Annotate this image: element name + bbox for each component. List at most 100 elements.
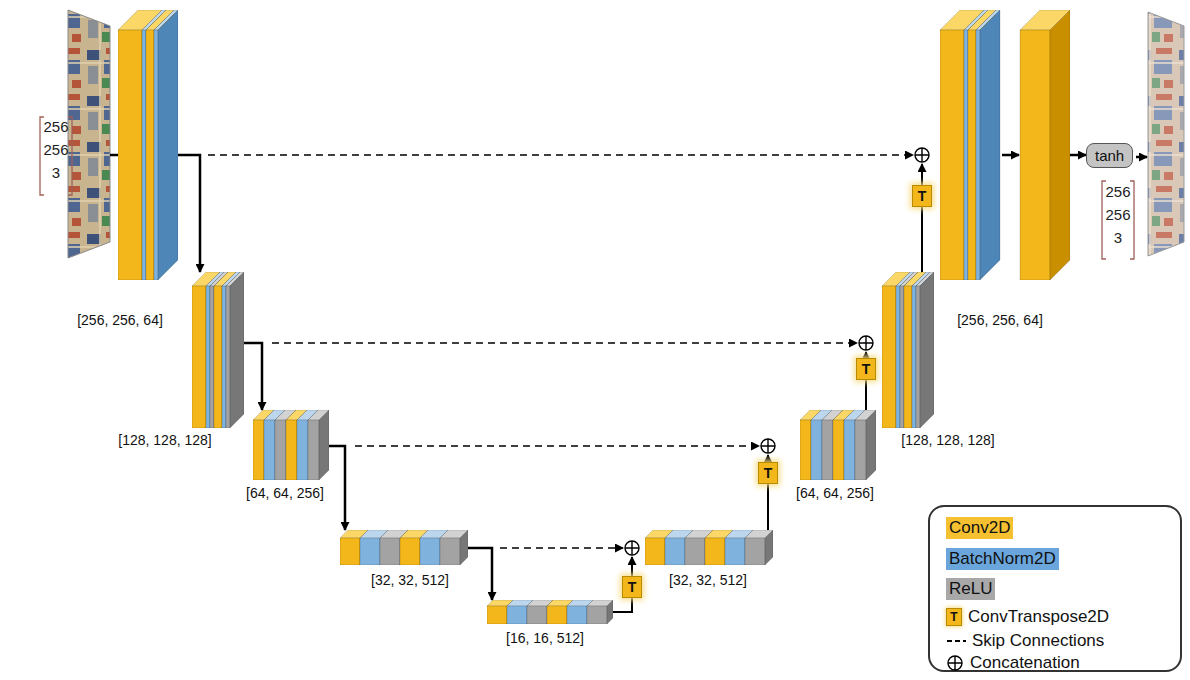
layer-face (904, 286, 912, 428)
layer-face (705, 538, 725, 565)
dimension-label: [128, 128, 128] (118, 432, 211, 448)
layer-face (822, 420, 833, 480)
flow-connector (865, 380, 867, 410)
layer-face (900, 286, 904, 428)
activation-name: tanh (1095, 147, 1124, 164)
layer-stack (253, 410, 329, 480)
layer-face (833, 410, 843, 480)
layer-block: [64, 64, 256] (253, 410, 329, 480)
matrix-value: 256 (1105, 183, 1130, 200)
layer-face (547, 606, 567, 624)
layer-face (222, 286, 226, 428)
transpose-conv-symbol: T (628, 579, 637, 595)
transpose-conv-box: T (622, 576, 642, 598)
layer-face (118, 30, 142, 280)
flow-connector (613, 598, 632, 612)
layer-face (460, 530, 468, 565)
layer-face (725, 538, 745, 565)
layer-face (264, 420, 275, 480)
layer-stack (192, 272, 244, 428)
layer-face (286, 420, 297, 480)
legend-text: ReLU (949, 579, 992, 598)
layer-face (158, 10, 178, 280)
layer-face (297, 420, 308, 480)
flow-connector (244, 343, 262, 410)
transpose-icon: T (946, 608, 962, 626)
layer-face (607, 600, 613, 624)
transpose-conv-symbol: T (918, 188, 927, 204)
legend-row: Skip Connections (946, 631, 1104, 651)
layer-face (567, 606, 587, 624)
skip-connections (208, 155, 913, 548)
layer-face (226, 286, 230, 428)
layer-face (146, 30, 154, 280)
layer-face (980, 10, 1000, 280)
layer-face (400, 538, 420, 565)
layer-stack (800, 410, 876, 480)
layer-face (844, 420, 855, 480)
legend-row: Concatenation (946, 653, 1080, 673)
layer-face (940, 30, 964, 280)
transpose-conv-box: T (856, 358, 876, 380)
legend-box: Conv2D BatchNorm2D ReLU T ConvTranspose2D Ski… (928, 505, 1182, 672)
transpose-to-concat-arrows (632, 164, 922, 576)
layer-face (685, 538, 705, 565)
layer-block: [128, 128, 128] (192, 272, 244, 428)
matrix-value: 3 (1114, 229, 1122, 246)
dimension-label: [64, 64, 256] (796, 485, 874, 501)
layer-face (286, 410, 296, 480)
activation-box: tanh (1086, 143, 1133, 168)
layer-face (308, 420, 319, 480)
layer-face (275, 410, 285, 480)
layer-face (507, 606, 527, 624)
matrix-value: 3 (52, 164, 60, 181)
layer-stack (645, 530, 773, 565)
layer-face (645, 538, 665, 565)
layer-block: [256, 256, 64] (940, 10, 1070, 280)
layer-face (916, 286, 920, 428)
layer-stack (882, 272, 934, 428)
layer-face (855, 420, 866, 480)
layer-face (420, 538, 440, 565)
flow-connector (767, 484, 769, 530)
layer-block: [32, 32, 512] (340, 530, 468, 565)
legend-row: ReLU (946, 578, 995, 600)
layer-face (192, 286, 206, 428)
layer-face (308, 410, 318, 480)
matrix-value: 256 (1105, 206, 1130, 223)
layer-face (275, 420, 286, 480)
transpose-conv-box: T (912, 185, 932, 207)
layer-face (360, 538, 380, 565)
layer-stack (340, 530, 468, 565)
legend-text: Skip Connections (972, 631, 1104, 651)
flow-connector (921, 207, 923, 272)
layer-block: [256, 256, 64] (118, 10, 178, 280)
legend-text: BatchNorm2D (949, 549, 1056, 568)
legend-text: ConvTranspose2D (968, 607, 1109, 627)
layer-face (587, 606, 607, 624)
matrix-value: 256 (43, 141, 68, 158)
layer-face (822, 410, 832, 480)
layer-face (833, 420, 844, 480)
concat-symbols (625, 148, 929, 555)
output-image (1148, 12, 1184, 256)
matrix-value: 256 (43, 118, 68, 135)
legend-text: Conv2D (949, 518, 1010, 537)
layer-face (964, 30, 968, 280)
layer-face (154, 30, 158, 280)
layer-face (264, 410, 274, 480)
layer-face (920, 272, 934, 428)
layer-face (206, 286, 210, 428)
layer-face (297, 410, 307, 480)
layer-face (745, 538, 765, 565)
dashed-line-sample (946, 636, 968, 646)
layer-block: [64, 64, 256] (800, 410, 876, 480)
flow-connector (1070, 154, 1086, 157)
layer-face (230, 272, 244, 428)
legend-row: Conv2D (946, 517, 1013, 539)
layer-stack (487, 600, 613, 624)
layer-face (527, 606, 547, 624)
layer-face (912, 286, 916, 428)
layer-face (882, 286, 896, 428)
